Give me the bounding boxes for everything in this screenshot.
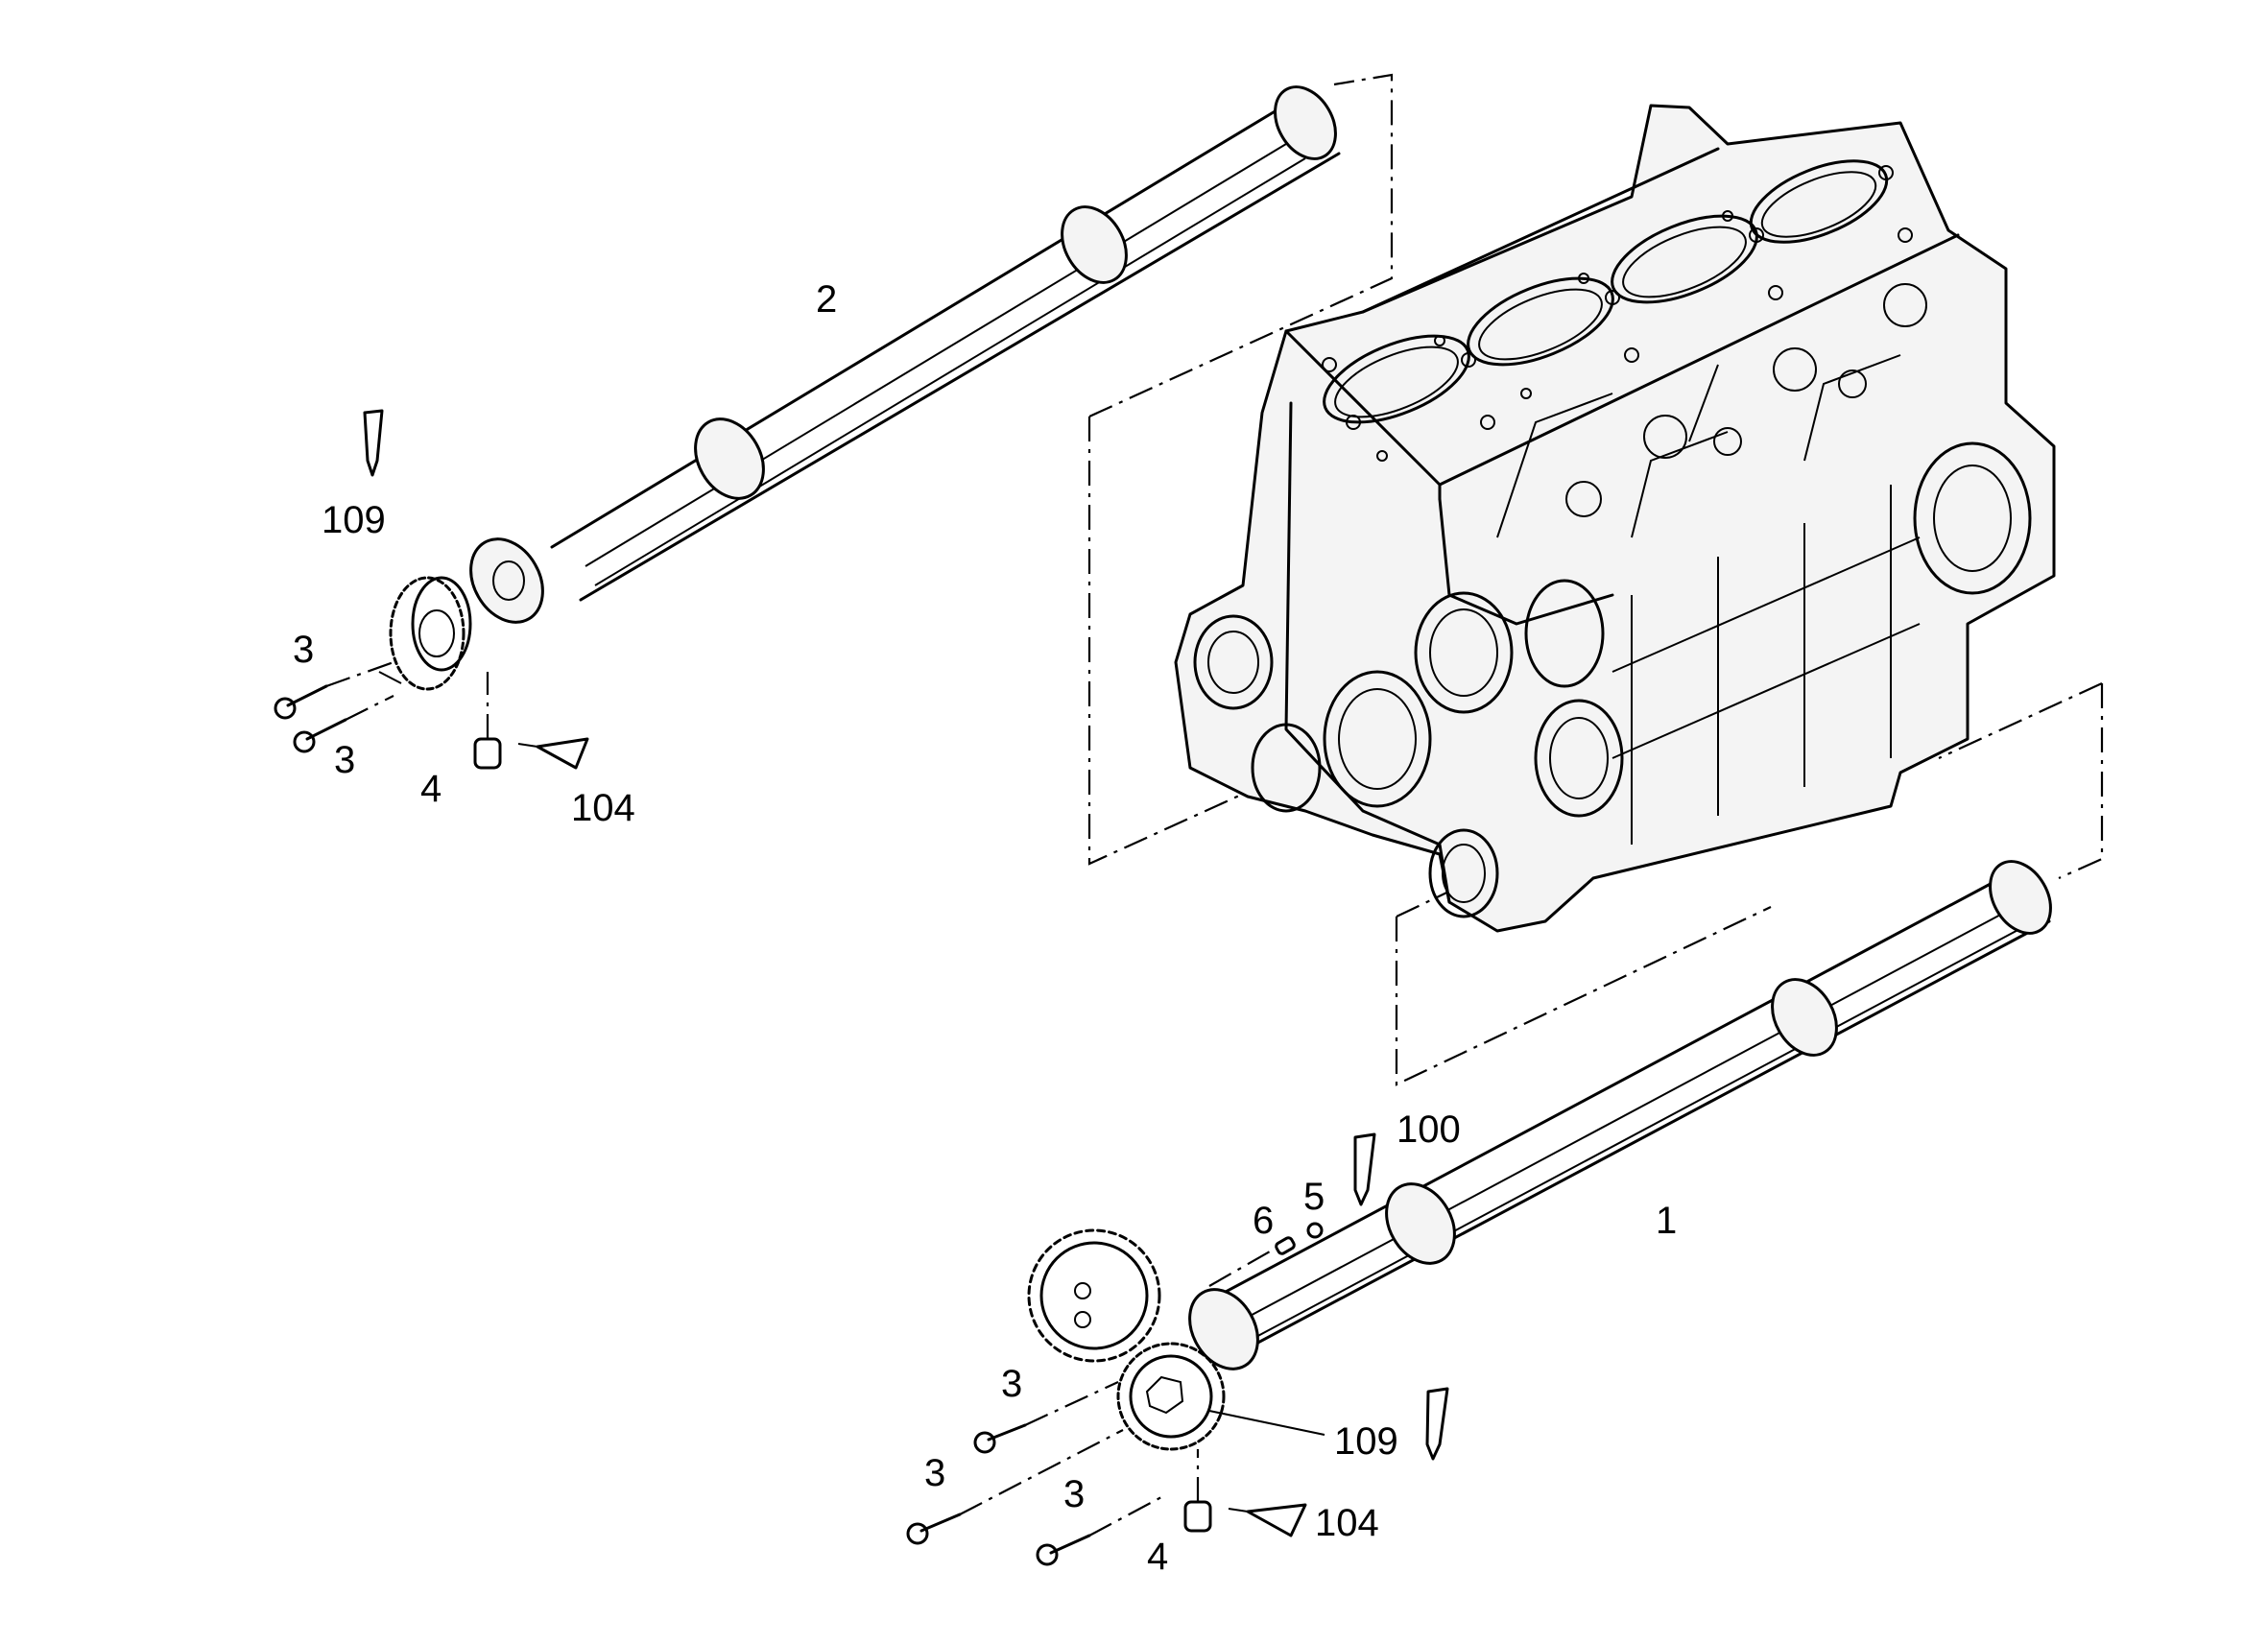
callout-100: 100 [1397, 1108, 1461, 1151]
callout-labels: 2 109 3 3 4 104 1 100 5 6 109 3 3 3 4 10… [293, 278, 1677, 1578]
sealant-tube-icon [363, 409, 589, 770]
callout-3-lower-c: 3 [1063, 1473, 1085, 1515]
plug-icon [1183, 1449, 1212, 1533]
ring-icon [1306, 1222, 1324, 1239]
callout-109-upper: 109 [322, 499, 386, 541]
plug-icon [473, 672, 502, 770]
sealant-tube-icon [1208, 1132, 1449, 1537]
callout-3-lower-a: 3 [1001, 1363, 1022, 1405]
upper-balance-shaft [469, 85, 1341, 624]
lower-balance-shaft [1188, 860, 2052, 1370]
callout-3-upper-a: 3 [293, 629, 314, 671]
callout-1: 1 [1656, 1200, 1677, 1242]
callout-6: 6 [1253, 1200, 1274, 1242]
gear-icon [1027, 1228, 1226, 1451]
callout-4-lower: 4 [1147, 1536, 1168, 1578]
callout-5: 5 [1303, 1176, 1325, 1218]
screw-icon [906, 1381, 1162, 1566]
gear-icon [389, 576, 472, 691]
engine-block-icon [1087, 73, 2104, 1086]
screw-icon [274, 660, 402, 753]
callout-4-upper: 4 [420, 768, 442, 810]
callout-2: 2 [816, 278, 837, 321]
callout-109-lower: 109 [1334, 1420, 1398, 1463]
callout-104-lower: 104 [1315, 1502, 1379, 1544]
callout-3-lower-b: 3 [924, 1452, 945, 1494]
callout-104-upper: 104 [571, 787, 635, 829]
pin-icon [1208, 1236, 1296, 1287]
callout-3-upper-b: 3 [334, 739, 355, 781]
